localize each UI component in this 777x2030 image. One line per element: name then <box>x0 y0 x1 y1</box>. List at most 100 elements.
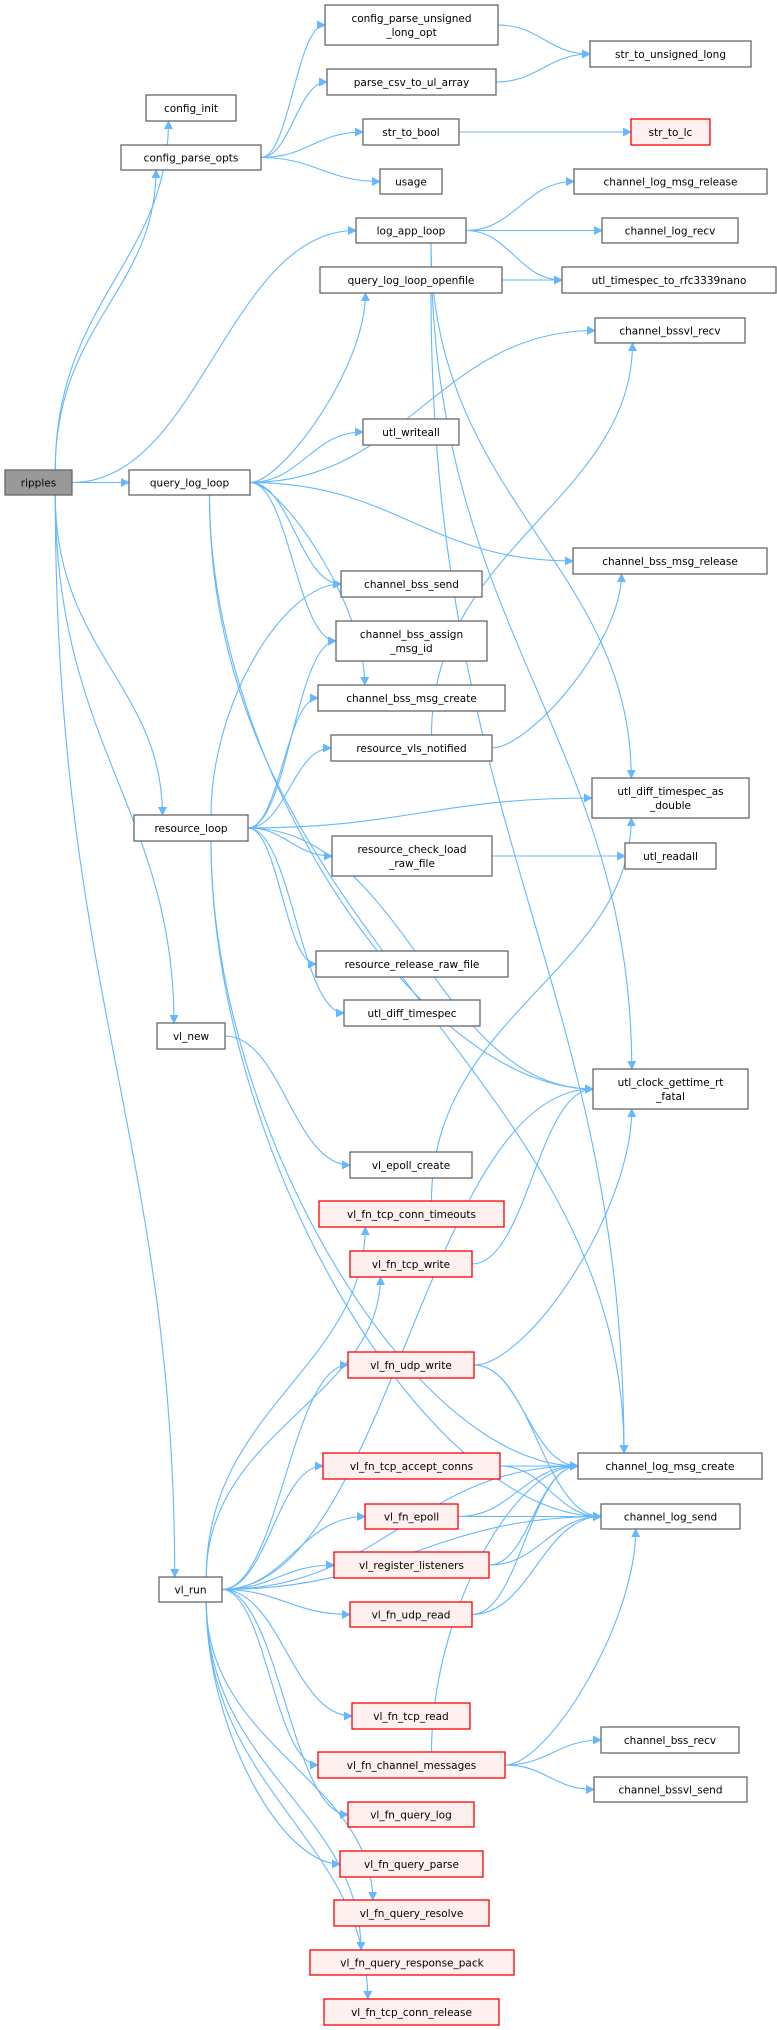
node-config-parse-opts[interactable]: config_parse_opts <box>120 144 262 171</box>
node-box[interactable] <box>349 1151 473 1179</box>
node-box[interactable] <box>156 1022 226 1050</box>
node-vl-fn-epoll[interactable]: vl_fn_epoll <box>364 1503 459 1530</box>
node-box[interactable] <box>349 1601 473 1628</box>
node-channel-bss-send[interactable]: channel_bss_send <box>340 570 483 598</box>
node-parse-csv-to-ul-array[interactable]: parse_csv_to_ul_array <box>326 68 497 96</box>
node-box[interactable] <box>572 547 768 575</box>
node-box[interactable] <box>333 1551 490 1579</box>
node-resource-vls-notified[interactable]: resource_vls_notified <box>330 734 493 762</box>
node-box[interactable] <box>158 1576 223 1603</box>
node-box[interactable] <box>324 4 499 46</box>
node-box[interactable] <box>601 217 739 244</box>
node-channel-bss-msg-create[interactable]: channel_bss_msg_create <box>317 684 506 712</box>
node-box[interactable] <box>589 40 752 68</box>
node-vl-fn-tcp-conn-release[interactable]: vl_fn_tcp_conn_release <box>323 1998 500 2026</box>
node-box[interactable] <box>335 620 488 662</box>
node-box[interactable] <box>317 684 506 712</box>
node-utl-timespec-to-rfc3339nano[interactable]: utl_timespec_to_rfc3339nano <box>561 266 777 294</box>
node-usage[interactable]: usage <box>379 168 443 195</box>
node-channel-log-send[interactable]: channel_log_send <box>600 1503 741 1530</box>
node-box[interactable] <box>120 144 262 171</box>
node-config-parse-unsigned-long-opt[interactable]: config_parse_unsigned_long_opt <box>324 4 499 46</box>
node-vl-fn-tcp-read[interactable]: vl_fn_tcp_read <box>351 1702 471 1730</box>
node-log-app-loop[interactable]: log_app_loop <box>355 217 467 244</box>
node-box[interactable] <box>577 1452 763 1480</box>
node-vl-fn-udp-read[interactable]: vl_fn_udp_read <box>349 1601 473 1628</box>
node-str-to-bool[interactable]: str_to_bool <box>362 118 460 146</box>
node-channel-bssvl-recv[interactable]: channel_bssvl_recv <box>594 317 746 344</box>
node-box[interactable] <box>343 999 481 1027</box>
node-box[interactable] <box>600 1503 741 1530</box>
node-box[interactable] <box>333 1899 490 1927</box>
node-box[interactable] <box>347 1351 475 1379</box>
node-channel-log-recv[interactable]: channel_log_recv <box>601 217 739 244</box>
node-vl-fn-tcp-conn-timeouts[interactable]: vl_fn_tcp_conn_timeouts <box>318 1200 505 1228</box>
node-vl-fn-channel-messages[interactable]: vl_fn_channel_messages <box>317 1751 506 1779</box>
node-box[interactable] <box>351 1702 471 1730</box>
node-box[interactable] <box>4 469 73 496</box>
node-vl-fn-tcp-write[interactable]: vl_fn_tcp_write <box>349 1250 473 1278</box>
node-channel-bss-msg-release[interactable]: channel_bss_msg_release <box>572 547 768 575</box>
node-vl-fn-udp-write[interactable]: vl_fn_udp_write <box>347 1351 475 1379</box>
node-str-to-unsigned-long[interactable]: str_to_unsigned_long <box>589 40 752 68</box>
node-box[interactable] <box>319 266 503 294</box>
node-box[interactable] <box>347 1801 475 1828</box>
node-box[interactable] <box>315 950 509 978</box>
node-resource-release-raw-file[interactable]: resource_release_raw_file <box>315 950 509 978</box>
node-query-log-loop[interactable]: query_log_loop <box>128 469 251 496</box>
node-box[interactable] <box>323 1998 500 2026</box>
node-box[interactable] <box>593 1776 748 1803</box>
node-channel-log-msg-release[interactable]: channel_log_msg_release <box>573 168 768 195</box>
node-utl-clock-gettime-rt-fatal[interactable]: utl_clock_gettime_rt_fatal <box>592 1068 749 1110</box>
node-box[interactable] <box>379 168 443 195</box>
node-box[interactable] <box>624 842 717 870</box>
node-box[interactable] <box>364 1503 459 1530</box>
node-box[interactable] <box>145 94 237 122</box>
node-channel-bss-recv[interactable]: channel_bss_recv <box>600 1726 740 1754</box>
node-vl-new[interactable]: vl_new <box>156 1022 226 1050</box>
node-box[interactable] <box>362 118 460 146</box>
node-channel-log-msg-create[interactable]: channel_log_msg_create <box>577 1452 763 1480</box>
node-box[interactable] <box>317 1751 506 1779</box>
node-utl-diff-timespec-as-double[interactable]: utl_diff_timespec_as_double <box>591 777 750 819</box>
node-box[interactable] <box>330 734 493 762</box>
node-box[interactable] <box>594 317 746 344</box>
node-box[interactable] <box>326 68 497 96</box>
node-box[interactable] <box>318 1200 505 1228</box>
node-vl-run[interactable]: vl_run <box>158 1576 223 1603</box>
node-str-to-lc[interactable]: str_to_lc <box>630 118 711 146</box>
node-box[interactable] <box>331 835 493 877</box>
node-utl-writeall[interactable]: utl_writeall <box>362 418 460 446</box>
node-box[interactable] <box>355 217 467 244</box>
node-box[interactable] <box>561 266 777 294</box>
node-box[interactable] <box>362 418 460 446</box>
node-box[interactable] <box>340 570 483 598</box>
node-box[interactable] <box>600 1726 740 1754</box>
node-box[interactable] <box>591 777 750 819</box>
node-vl-fn-tcp-accept-conns[interactable]: vl_fn_tcp_accept_conns <box>322 1452 501 1480</box>
node-box[interactable] <box>339 1850 484 1878</box>
node-box[interactable] <box>128 469 251 496</box>
node-box[interactable] <box>309 1949 515 1976</box>
node-box[interactable] <box>133 814 249 842</box>
node-box[interactable] <box>349 1250 473 1278</box>
node-vl-register-listeners[interactable]: vl_register_listeners <box>333 1551 490 1579</box>
node-channel-bssvl-send[interactable]: channel_bssvl_send <box>593 1776 748 1803</box>
node-channel-bss-assign-msg-id[interactable]: channel_bss_assign_msg_id <box>335 620 488 662</box>
node-box[interactable] <box>573 168 768 195</box>
node-vl-fn-query-log[interactable]: vl_fn_query_log <box>347 1801 475 1828</box>
node-ripples[interactable]: ripples <box>4 469 73 496</box>
node-utl-diff-timespec[interactable]: utl_diff_timespec <box>343 999 481 1027</box>
node-vl-epoll-create[interactable]: vl_epoll_create <box>349 1151 473 1179</box>
node-resource-check-load-raw-file[interactable]: resource_check_load_raw_file <box>331 835 493 877</box>
node-box[interactable] <box>630 118 711 146</box>
node-config-init[interactable]: config_init <box>145 94 237 122</box>
node-vl-fn-query-resolve[interactable]: vl_fn_query_resolve <box>333 1899 490 1927</box>
node-box[interactable] <box>322 1452 501 1480</box>
node-resource-loop[interactable]: resource_loop <box>133 814 249 842</box>
node-query-log-loop-openfile[interactable]: query_log_loop_openfile <box>319 266 503 294</box>
node-vl-fn-query-parse[interactable]: vl_fn_query_parse <box>339 1850 484 1878</box>
node-utl-readall[interactable]: utl_readall <box>624 842 717 870</box>
node-vl-fn-query-response-pack[interactable]: vl_fn_query_response_pack <box>309 1949 515 1976</box>
node-box[interactable] <box>592 1068 749 1110</box>
